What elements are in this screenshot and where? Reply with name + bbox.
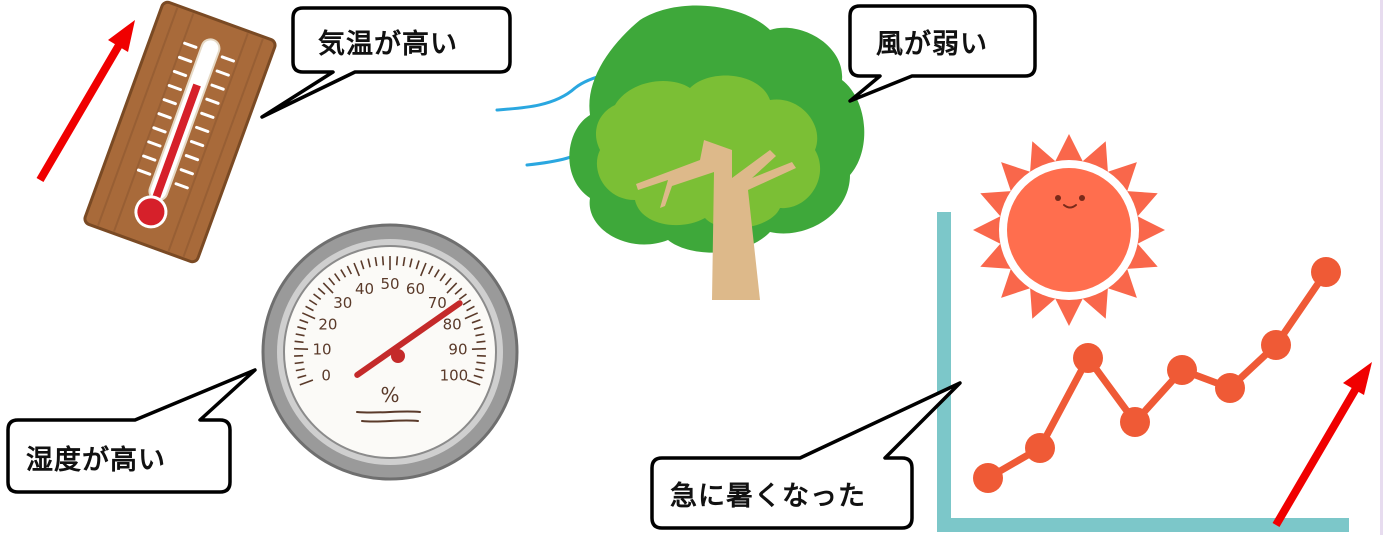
- hygrometer-tick: [294, 340, 304, 344]
- hygrometer-tick: [381, 256, 385, 266]
- tree-icon: [569, 5, 865, 300]
- callout-sudden-heat-bubble: [650, 381, 962, 530]
- hygrometer-tick: [466, 305, 475, 312]
- page-edge-divider: [1380, 0, 1383, 535]
- hygrometer-tick: [301, 312, 316, 320]
- up-arrow-icon: [1272, 362, 1372, 528]
- hygrometer-tick: [473, 374, 483, 379]
- hygrometer-tick: [299, 319, 309, 324]
- hygrometer-tick: [475, 333, 485, 337]
- hygrometer-tick: [308, 299, 318, 306]
- hygrometer-tick-label: 0: [321, 366, 331, 384]
- hygrometer-tick: [295, 333, 305, 337]
- hygrometer-tick-label: 70: [428, 294, 447, 312]
- sun-icon: [973, 134, 1165, 326]
- hygrometer-tick: [367, 258, 371, 268]
- hygrometer-tick: [294, 361, 304, 365]
- hygrometer-tick-label: 100: [440, 366, 469, 384]
- hygrometer-tick-label: 90: [448, 341, 467, 359]
- hygrometer-tick-label: 50: [380, 275, 399, 293]
- hygrometer-tick-label: 60: [406, 280, 425, 298]
- thermometer-icon: [83, 0, 277, 264]
- hygrometer-tick: [402, 257, 406, 267]
- hygrometer-tick: [433, 269, 440, 278]
- hygrometer-tick: [297, 374, 307, 379]
- hygrometer-tick: [471, 319, 481, 324]
- hygrometer-tick: [305, 305, 314, 312]
- hygrometer-tick: [295, 368, 305, 372]
- hygrometer-tick-label: 10: [312, 341, 331, 359]
- hygrometer-tick: [475, 368, 485, 372]
- hygrometer-tick: [297, 326, 307, 330]
- hygrometer-tick: [464, 312, 479, 320]
- hygrometer-tick: [458, 293, 467, 301]
- hygrometer-tick: [313, 293, 322, 301]
- hygrometer-tick: [328, 277, 336, 286]
- hygrometer-tick: [374, 257, 378, 267]
- hygrometer-tick: [346, 265, 353, 275]
- callout-wind-text: 風が弱い: [876, 29, 988, 60]
- hygrometer-tick: [415, 260, 420, 270]
- hygrometer-tick: [419, 262, 427, 277]
- callout-humidity-bubble: [6, 368, 257, 494]
- hygrometer-tick: [476, 340, 486, 344]
- hygrometer-tick: [317, 287, 326, 295]
- rising-graph-icon: [937, 212, 1349, 532]
- hygrometer-tick-label: 30: [333, 294, 352, 312]
- hygrometer-tick: [427, 265, 434, 275]
- hygrometer-tick: [462, 299, 472, 306]
- hygrometer-tick: [439, 273, 446, 282]
- callout-sudden-heat-text: 急に暑くなった: [670, 481, 866, 512]
- hygrometer-tick: [473, 326, 483, 330]
- hygrometer-tick: [444, 277, 452, 286]
- hygrometer-tick-label: 80: [443, 315, 462, 333]
- callout-humidity-text: 湿度が高い: [26, 445, 166, 476]
- hygrometer-tick: [446, 282, 458, 294]
- callout-temperature-bubble: [260, 6, 512, 119]
- hygrometer-tick: [299, 379, 314, 386]
- up-arrow-icon: [36, 20, 135, 183]
- hygrometer-tick: [334, 273, 341, 282]
- hygrometer-tick: [360, 260, 365, 270]
- callout-wind-bubble: [848, 4, 1037, 103]
- hygrometer-tick-label: 20: [318, 315, 337, 333]
- hygrometer-tick: [409, 258, 413, 268]
- hygrometer-tick: [476, 361, 486, 365]
- hygrometer-tick: [466, 379, 481, 386]
- hygrometer-tick-label: 40: [355, 280, 374, 298]
- hygrometer-tick: [395, 256, 399, 266]
- hygrometer-tick: [454, 287, 463, 295]
- hygrometer-tick: [322, 282, 334, 294]
- callout-temperature-text: 気温が高い: [318, 29, 458, 60]
- hygrometer-unit-label: %: [380, 383, 399, 407]
- hygrometer-tick: [340, 269, 347, 278]
- hygrometer-tick: [353, 262, 361, 277]
